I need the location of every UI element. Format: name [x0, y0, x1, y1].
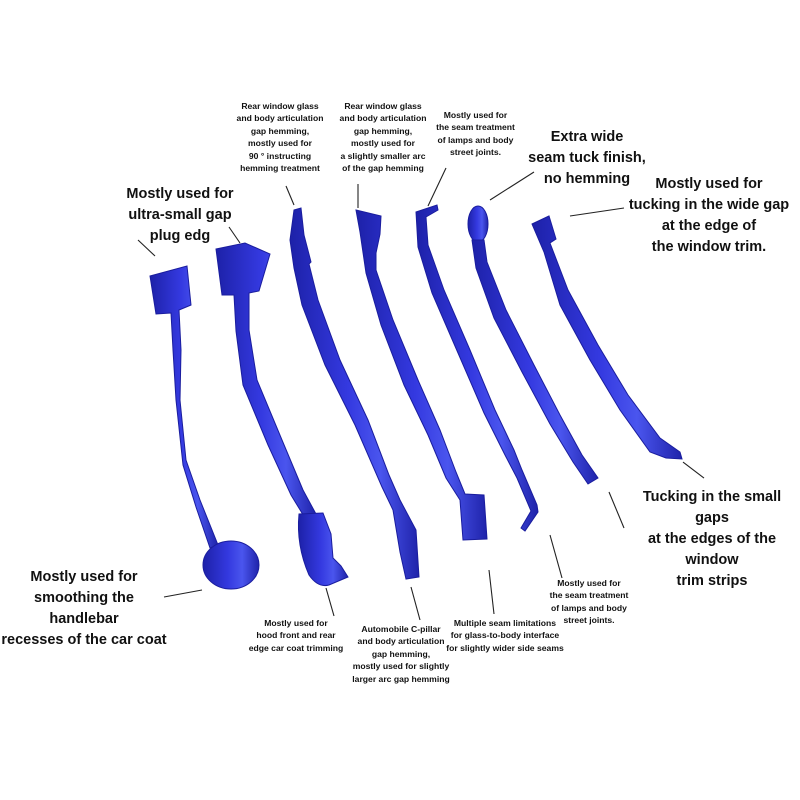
leader-rear-window-90	[285, 185, 295, 206]
leader-lamps-bottom	[549, 534, 563, 579]
leader-ultra-small-gap	[137, 239, 156, 257]
leader-plug-edge	[228, 226, 241, 244]
label-lamps-top: Mostly used for the seam treatment of la…	[436, 110, 515, 158]
leader-wide-gap	[569, 207, 625, 217]
tool-5-needle	[415, 204, 539, 532]
label-glass-body: Multiple seam limitations for glass-to-b…	[446, 618, 564, 653]
leader-lines	[137, 167, 705, 621]
label-lamps-bottom: Mostly used for the seam treatment of la…	[549, 578, 629, 626]
leader-handlebar	[163, 589, 203, 598]
tool-2-shovel-scoop	[215, 242, 349, 586]
label-ultra-small-gap: Mostly used for ultra-small gap plug edg	[126, 186, 234, 245]
label-small-gaps: Tucking in the small gaps at the edges o…	[642, 489, 782, 590]
leader-c-pillar	[410, 586, 421, 621]
label-wide-gap: Mostly used for tucking in the wide gap …	[628, 176, 790, 256]
leader-small-gaps-2	[608, 491, 625, 529]
label-rear-window-90: Rear window glass and body articulation …	[236, 101, 324, 174]
label-hood-front: Mostly used for hood front and rear edge…	[248, 618, 344, 653]
leader-hood-front	[325, 587, 335, 617]
leader-extra-wide	[489, 171, 535, 201]
tool-3-hook	[289, 207, 420, 580]
leader-lamps-top	[427, 167, 447, 207]
label-extra-wide: Extra wide seam tuck finish, no hemming	[528, 129, 646, 188]
leader-glass-body	[488, 569, 495, 615]
tool-1-square-round	[149, 265, 260, 590]
tool-6-oval	[467, 205, 599, 485]
label-rear-window-arc: Rear window glass and body articulation …	[339, 101, 427, 174]
label-c-pillar: Automobile C-pillar and body articulatio…	[352, 624, 450, 684]
tool-7-angled	[531, 215, 683, 460]
label-handlebar: Mostly used for smoothing the handlebar …	[1, 569, 167, 649]
tool-4-chisel	[355, 209, 488, 541]
leader-small-gaps	[682, 461, 705, 479]
